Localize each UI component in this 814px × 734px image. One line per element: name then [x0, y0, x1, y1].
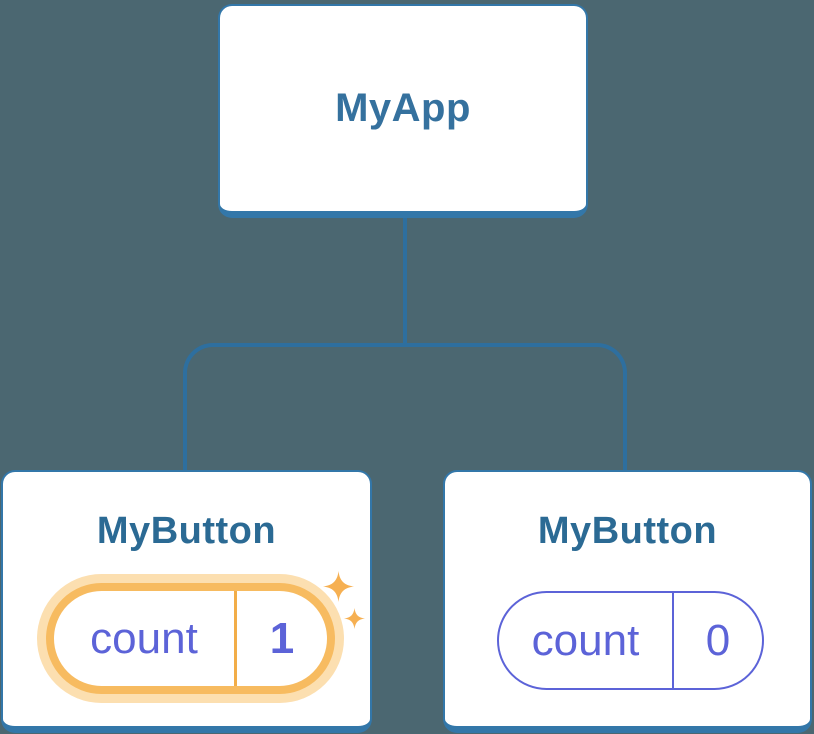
state-label: count: [531, 615, 640, 665]
sparkle-icon: [344, 608, 365, 629]
connector-children-bracket: [183, 343, 627, 473]
state-pill-highlight-glow: count 1: [37, 574, 344, 703]
node-mybutton-2-title: MyButton: [537, 510, 718, 552]
state-value: 1: [269, 613, 295, 663]
state-label: count: [90, 613, 198, 663]
node-myapp: MyApp: [218, 4, 588, 218]
connector-root-stem: [403, 214, 407, 346]
state-pill-divider: [234, 591, 237, 686]
node-mybutton-1-title: MyButton: [96, 510, 277, 552]
sparkle-icon: [323, 568, 354, 605]
state-pill-divider: [672, 593, 674, 688]
state-pill: count 0: [497, 591, 764, 690]
node-mybutton-1: MyButton count 1: [1, 470, 372, 733]
node-mybutton-2: MyButton count 0: [443, 470, 812, 733]
state-pill-highlighted: count 1: [46, 583, 335, 694]
node-myapp-title: MyApp: [335, 86, 471, 130]
state-value: 0: [705, 615, 731, 665]
